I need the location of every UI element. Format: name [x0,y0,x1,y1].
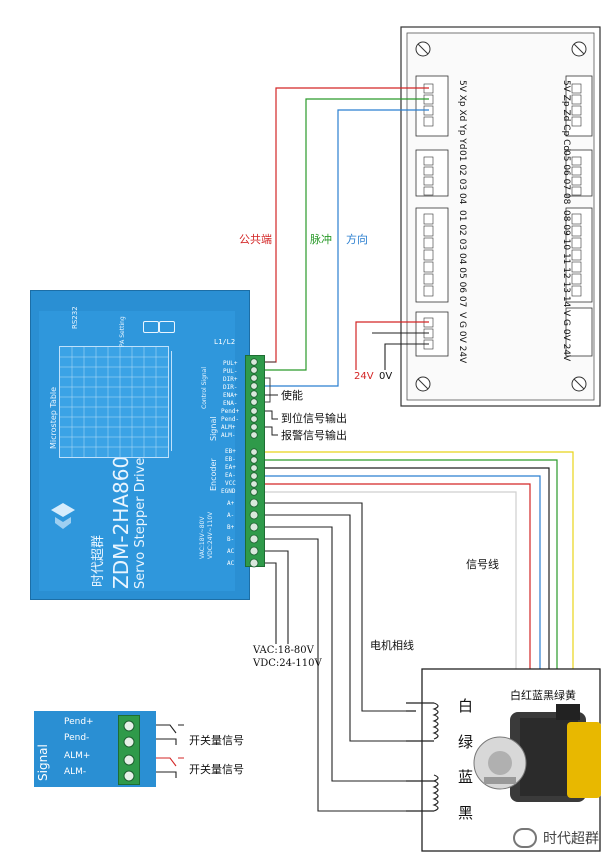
pin-label: EB+ [225,448,236,455]
alarm-label: 报警信号输出 [281,429,347,442]
coil-label-green: 绿 [458,733,474,751]
pin-label: ENA- [223,400,238,407]
pa-setting-label: PA Setting [119,316,126,347]
signal-group-label: Signal [209,416,218,441]
dip-switch-icon [159,321,175,333]
pin-label: ALM+ [221,424,236,431]
common-label: 公共端 [239,233,272,246]
pin-label: EGND [221,488,236,495]
pin-label: ALM- [221,432,236,439]
encoder-group-label: Encoder [209,458,218,491]
pin-label: AC [227,560,235,567]
pin-label: B- [227,536,235,543]
inset-terminal [118,715,140,785]
switch-symbols [156,724,184,778]
pin-label: B+ [227,524,235,531]
spec-column [171,351,206,451]
inset-pin-label: Pend+ [64,717,94,727]
coil-label-blue: 蓝 [458,768,474,786]
stepper-driver: ZDM-2HA860 Servo Stepper Drive 时代超群 Micr… [30,290,265,600]
wire-pulse-green [262,98,429,371]
controller-row2-left: 01 02 03 04 [457,150,467,205]
pin-label: PUL+ [223,360,238,367]
wire-direction-blue [262,109,429,387]
pin-label: PUL- [223,368,238,375]
controller-row3-left: 01 02 03 04 05 06 07 [457,210,467,308]
watermark: 时代超群 [513,828,599,848]
signal-inset: Signal Pend+ Pend- ALM+ ALM- [34,711,156,787]
driver-subtitle: Servo Stepper Drive [133,457,148,589]
vac-label: VAC:18-80V [253,645,314,656]
microstep-table-title: Microstep Table [49,386,58,449]
screw-icon [415,41,587,392]
coil-label-white: 白 [458,697,474,715]
brand-logo-icon [49,501,77,531]
0v-label: 0V [379,371,393,382]
in-position-label: 到位信号输出 [281,412,347,425]
switch-signal-label-1: 开关量信号 [189,734,244,747]
wechat-icon [513,828,537,848]
pin-label: EB- [225,456,236,463]
l1l2-label: L1/L2 [214,338,236,346]
encoder-wires [262,451,574,700]
pin-label: DIR+ [223,376,238,383]
encoder-color-label: 白红蓝黑绿黄 [510,689,576,702]
controller-row4-left: V G 0V 24V [457,312,467,364]
pin-label: Pend+ [221,408,240,415]
controller-row1-left: 5V Xp Xd Yp Yd [457,80,467,150]
inset-signal-label: Signal [36,744,50,781]
wire-0v-black [372,332,429,370]
enable-label: 使能 [281,389,303,402]
microstep-table [59,346,169,458]
motor-phase-wires [262,502,406,812]
pin-label: EA+ [225,464,236,471]
pin-label: VCC [225,480,236,487]
controller-row4-right: V G 0V 24V [561,310,571,362]
pin-label: EA- [225,472,236,479]
pin-label: Pend- [221,416,240,423]
inset-pin-label: ALM- [64,767,87,777]
controller-row3-right: 08 09 10 11 12 13 14 [561,210,571,308]
inset-pin-label: ALM+ [64,751,91,761]
motor-phase-label: 电机相线 [370,639,414,652]
switch-signal-label-2: 开关量信号 [189,763,244,776]
dip-switch-icon [143,321,159,333]
pin-label: ENA+ [223,392,238,399]
pin-label: AC [227,548,235,555]
driver-model: ZDM-2HA860 [109,455,133,589]
rs232-label: RS232 [71,306,79,329]
controller-board [400,26,601,407]
motor-frame [406,668,601,852]
controller-row1-right: 5V Zp Zd Cp Cd [561,80,571,152]
terminal-screws [249,358,259,568]
pin-label: DIR- [223,384,238,391]
control-group-label: Control Signal [201,366,208,409]
pulse-label: 脉冲 [310,233,332,246]
power-spec-1: VAC:18V~80V [199,516,206,559]
servo-motor-icon [473,704,601,802]
direction-label: 方向 [346,233,368,246]
pin-label: A- [227,512,235,519]
power-spec-2: VDC:24V~110V [207,511,214,559]
inset-pin-label: Pend- [64,733,90,743]
watermark-text: 时代超群 [543,831,599,847]
vdc-label: VDC:24-110V [253,658,322,669]
driver-brand: 时代超群 [91,534,106,587]
24v-label: 24V [354,371,374,382]
controller-row2-right: 05 06 07 08 [561,150,571,205]
pin-label: A+ [227,500,235,507]
signal-wire-label: 信号线 [466,558,499,571]
coil-label-black: 黑 [458,804,474,822]
